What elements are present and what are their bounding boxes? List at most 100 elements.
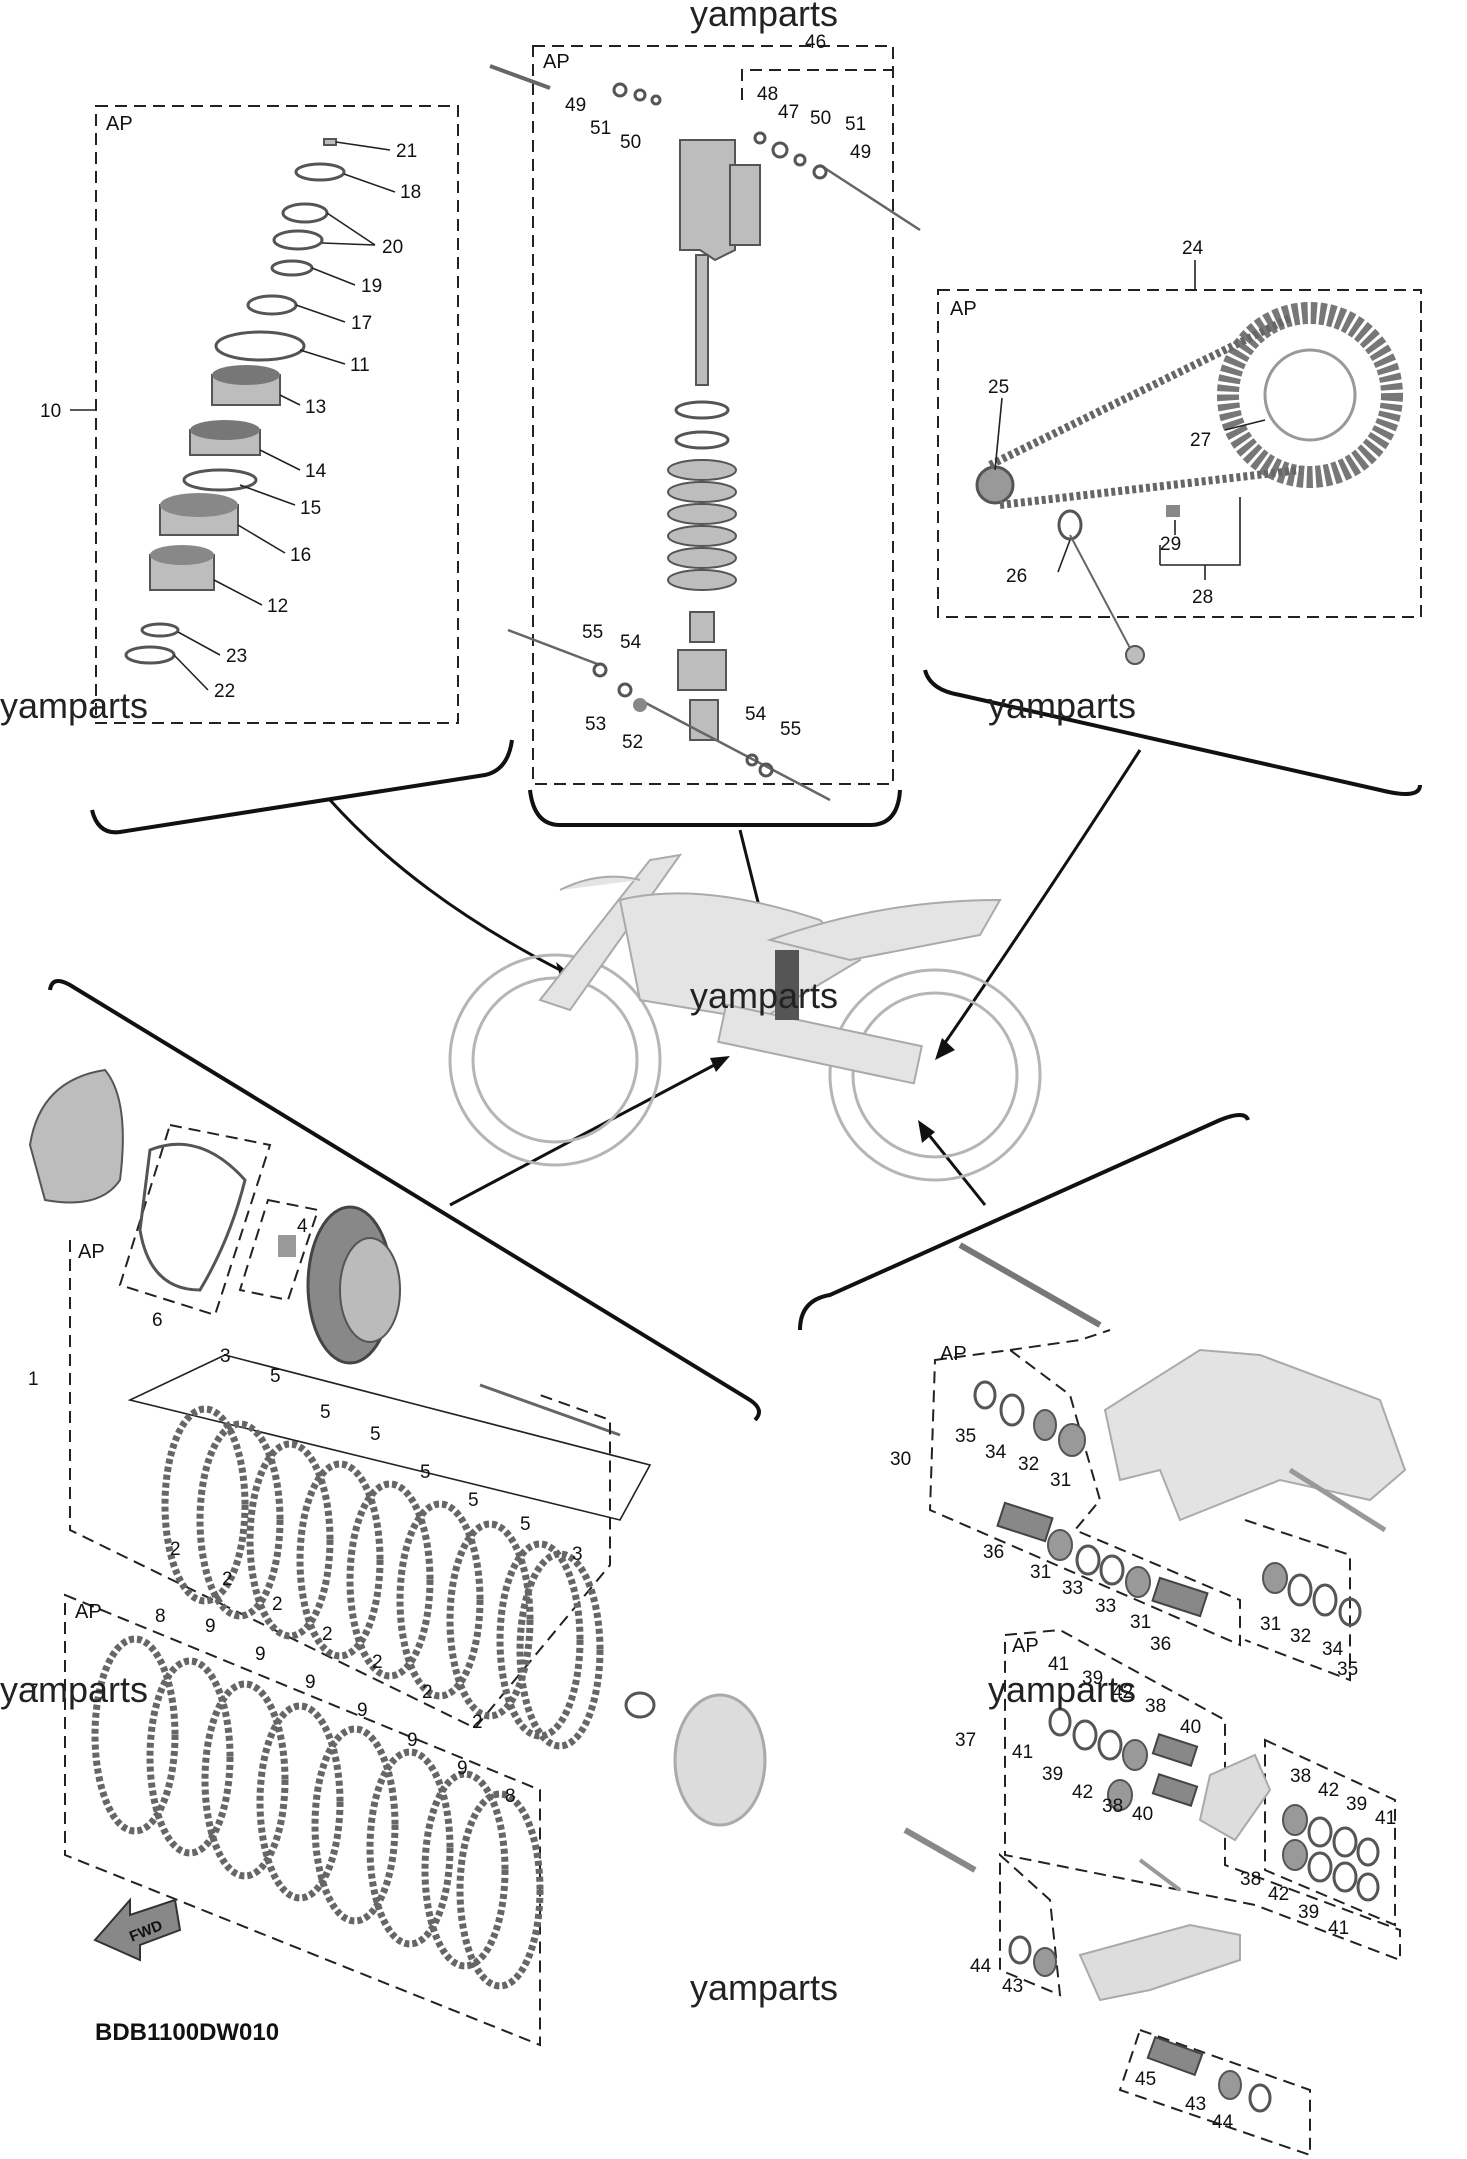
watermark: yamparts: [690, 0, 838, 34]
callout-39d: 39: [1298, 1902, 1319, 1923]
callout-2c: 2: [272, 1594, 283, 1615]
callout-2f: 2: [422, 1682, 433, 1703]
fork-callouts: 21 18 20 19 17 11 13 14 15 16 12 23 22 1…: [40, 141, 421, 702]
linkage-kit-37-ap-label: AP: [1012, 1635, 1039, 1657]
callout-9b: 9: [255, 1644, 266, 1665]
callout-39: 39: [1082, 1668, 1103, 1689]
callout-42: 42: [1112, 1682, 1133, 1703]
callout-49: 49: [565, 95, 586, 116]
callout-9a: 9: [205, 1616, 216, 1637]
callout-31d: 31: [1260, 1614, 1281, 1635]
diagram-code: BDB1100DW010: [95, 2019, 279, 2046]
callout-5b: 5: [320, 1402, 331, 1423]
clutch-arrowhead: [710, 1056, 730, 1072]
fork-pointer-arrow: [328, 798, 571, 977]
callout-32: 32: [1018, 1454, 1039, 1475]
chain-section-bracket: [923, 669, 1422, 796]
callout-3: 3: [220, 1346, 231, 1367]
watermark: yamparts: [690, 1967, 838, 2008]
callout-15: 15: [300, 498, 321, 519]
callout-38c: 38: [1290, 1766, 1311, 1787]
callout-39c: 39: [1346, 1794, 1367, 1815]
chain-pointer-arrow: [938, 749, 1142, 1051]
bearing-kit-30-ap-label: AP: [940, 1343, 967, 1365]
linkage-parts: [903, 1707, 1380, 2113]
callout-33b: 33: [1095, 1596, 1116, 1617]
swingarm-bearings: [973, 1380, 1362, 1627]
chain-leaders: [994, 397, 1266, 580]
gasket: [138, 1142, 247, 1292]
callout-31b: 31: [1030, 1562, 1051, 1583]
callout-37: 37: [955, 1730, 976, 1751]
chain-ap-label: AP: [950, 298, 977, 320]
callout-36b: 36: [1150, 1634, 1171, 1655]
callout-49b: 49: [850, 142, 871, 163]
callout-10: 10: [40, 401, 61, 422]
callout-50b: 50: [620, 132, 641, 153]
callout-24: 24: [1182, 238, 1204, 259]
callout-55: 55: [582, 622, 603, 643]
swingarm-body: [1103, 1348, 1407, 1533]
callout-46: 46: [805, 32, 826, 53]
shock-callouts: 46 48 47 50 51 49 49 51 50 55 54 53 52 5…: [565, 32, 871, 753]
fork-ap-label: AP: [106, 113, 133, 135]
callout-34b: 34: [1322, 1639, 1344, 1660]
callout-39b: 39: [1042, 1764, 1063, 1785]
callout-9d: 9: [357, 1700, 368, 1721]
callout-44: 44: [970, 1956, 992, 1977]
callout-48: 48: [757, 84, 778, 105]
watermark: yamparts: [0, 1669, 148, 1710]
chain-kit-box: [937, 289, 1422, 618]
callout-51: 51: [845, 114, 866, 135]
linkage-callouts: 37 41 39 42 38 40 41 39 42 38 40 38 42 3…: [955, 1654, 1396, 2133]
watermark: yamparts: [988, 685, 1136, 726]
swingarm-section-bracket: [798, 1113, 1250, 1331]
callout-51b: 51: [590, 118, 611, 139]
swingarm-callouts: 30 35 34 32 31 36 31 33 33 31 36 31 32 3…: [890, 1426, 1358, 1680]
callout-45: 45: [1135, 2069, 1156, 2090]
callout-41c: 41: [1375, 1808, 1396, 1829]
callout-14: 14: [305, 461, 327, 482]
callout-27: 27: [1190, 430, 1211, 451]
callout-47: 47: [778, 102, 799, 123]
callout-38b: 38: [1102, 1796, 1123, 1817]
clutch-hub: [306, 1205, 401, 1365]
callout-31: 31: [1050, 1470, 1071, 1491]
callout-5c: 5: [370, 1424, 381, 1445]
callout-35: 35: [955, 1426, 976, 1447]
callout-31c: 31: [1130, 1612, 1151, 1633]
callout-12: 12: [267, 596, 288, 617]
callout-22: 22: [214, 681, 235, 702]
callout-44b: 44: [1212, 2112, 1234, 2133]
callout-54: 54: [620, 632, 642, 653]
watermark: yamparts: [988, 1669, 1136, 1710]
friction-plates: [161, 1405, 604, 1750]
callout-5f: 5: [520, 1514, 531, 1535]
callout-9e: 9: [407, 1730, 418, 1751]
callout-5e: 5: [468, 1490, 479, 1511]
callout-33: 33: [1062, 1578, 1083, 1599]
watermark: yamparts: [0, 685, 148, 726]
fwd-arrow-icon: FWD: [93, 1897, 182, 1962]
callout-29: 29: [1160, 534, 1181, 555]
shock-ap-label: AP: [543, 51, 570, 73]
steel-plates: [91, 1635, 544, 1990]
clutch-kit-outline: [69, 1240, 611, 1730]
shock-kit-box: [532, 45, 894, 785]
callout-42b: 42: [1072, 1782, 1093, 1803]
callout-2a: 2: [170, 1539, 181, 1560]
linkage-kit-37-box: [1004, 1628, 1401, 1962]
watermarks: yamparts yamparts yamparts yamparts yamp…: [0, 0, 1136, 2008]
callout-8b: 8: [505, 1786, 516, 1807]
gasket-box: [118, 1123, 272, 1317]
bearing-kit-30-right-box: [1244, 1519, 1351, 1682]
callout-38: 38: [1145, 1696, 1166, 1717]
callout-55b: 55: [780, 719, 801, 740]
fork-section-bracket: [90, 739, 514, 835]
callout-25: 25: [988, 377, 1009, 398]
shock-subkit-46-bracket: [741, 69, 893, 100]
callout-17: 17: [351, 313, 372, 334]
bearing-kit-30-box: [928, 1348, 1241, 1647]
callout-2e: 2: [372, 1652, 383, 1673]
callout-7: 7: [28, 1681, 39, 1702]
